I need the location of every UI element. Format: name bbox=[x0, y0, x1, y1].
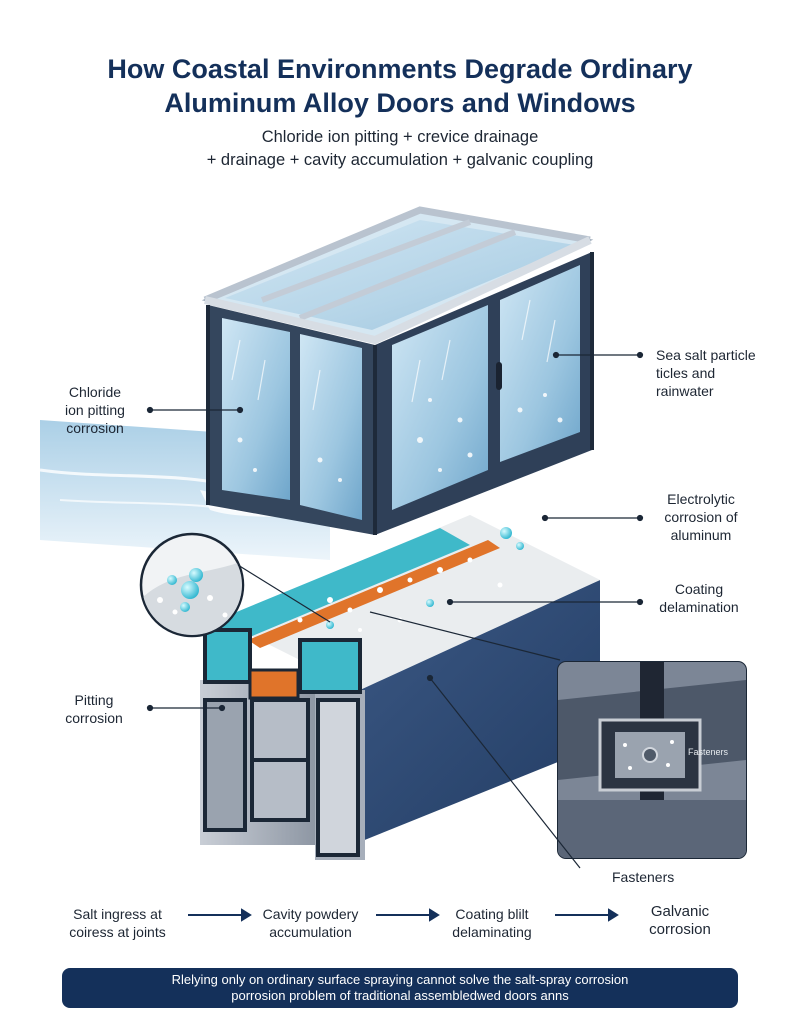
flow-text: accumulation bbox=[269, 924, 352, 940]
callout-sea-salt: Sea salt particle ticles and rainwater bbox=[656, 346, 786, 400]
flow-text: Coating blilt bbox=[455, 906, 529, 922]
flow-step-cavity: Cavity powdery accumulation bbox=[248, 905, 373, 941]
subtitle-line-2: + drainage + cavity accumulation + galva… bbox=[206, 151, 594, 169]
callout-text: Electrolytic bbox=[667, 491, 735, 507]
title-line-1: How Coastal Environments Degrade Ordinar… bbox=[107, 54, 693, 84]
callout-text: delamination bbox=[659, 599, 739, 615]
flow-text: Galvanic bbox=[650, 903, 710, 920]
flow-text: Cavity powdery bbox=[262, 906, 359, 922]
window-frame-unit bbox=[201, 206, 594, 535]
inset-fasteners-label: Fasteners bbox=[688, 747, 729, 757]
callout-text: Chloride bbox=[68, 384, 122, 400]
callout-text: corrosion bbox=[65, 710, 123, 726]
banner-line-2: porrosion problem of traditional assembl… bbox=[231, 988, 569, 1003]
page-subtitle: Chloride ion pitting + crevice drainage … bbox=[40, 126, 760, 172]
aluminum-profile-section bbox=[200, 515, 600, 860]
callout-electrolytic: Electrolytic corrosion of aluminum bbox=[646, 490, 756, 544]
callout-text: ion pitting bbox=[65, 402, 125, 418]
callout-coating: Coating delamination bbox=[640, 580, 758, 616]
salt-magnifier bbox=[139, 532, 331, 638]
callout-pitting: Pitting corrosion bbox=[44, 691, 144, 727]
title-line-2: Aluminum Alloy Doors and Windows bbox=[164, 88, 636, 118]
leader-lines bbox=[146, 351, 644, 869]
flow-text: corrosion bbox=[649, 921, 711, 938]
callout-text: aluminum bbox=[670, 527, 732, 543]
banner-line-1: Rlelying only on ordinary surface sprayi… bbox=[171, 972, 629, 987]
callout-text: rainwater bbox=[656, 383, 714, 399]
flow-step-salt-ingress: Salt ingress at coiress at joints bbox=[50, 905, 185, 941]
callout-chloride-pitting: Chloride ion pitting corrosion bbox=[40, 383, 150, 437]
callout-text: Coating bbox=[674, 581, 724, 597]
callout-text: Pitting bbox=[74, 692, 114, 708]
flow-step-galvanic: Galvanic corrosion bbox=[620, 903, 740, 939]
flow-step-coating: Coating blilt delaminating bbox=[432, 905, 552, 941]
flow-text: Salt ingress at bbox=[73, 906, 162, 922]
footer-banner: Rlelying only on ordinary surface sprayi… bbox=[62, 968, 738, 1008]
flow-text: coiress at joints bbox=[69, 924, 166, 940]
callout-fasteners: Fasteners bbox=[612, 869, 675, 885]
callout-text: corrosion of bbox=[664, 509, 738, 525]
page-title: How Coastal Environments Degrade Ordinar… bbox=[40, 52, 760, 120]
callout-text: ticles and bbox=[656, 365, 716, 381]
subtitle-line-1: Chloride ion pitting + crevice drainage bbox=[261, 128, 539, 146]
callout-text: Sea salt particle bbox=[656, 347, 756, 363]
callout-text: corrosion bbox=[66, 420, 124, 436]
fastener-inset bbox=[557, 661, 747, 859]
flow-text: delaminating bbox=[452, 924, 532, 940]
flow-arrows bbox=[188, 908, 619, 922]
